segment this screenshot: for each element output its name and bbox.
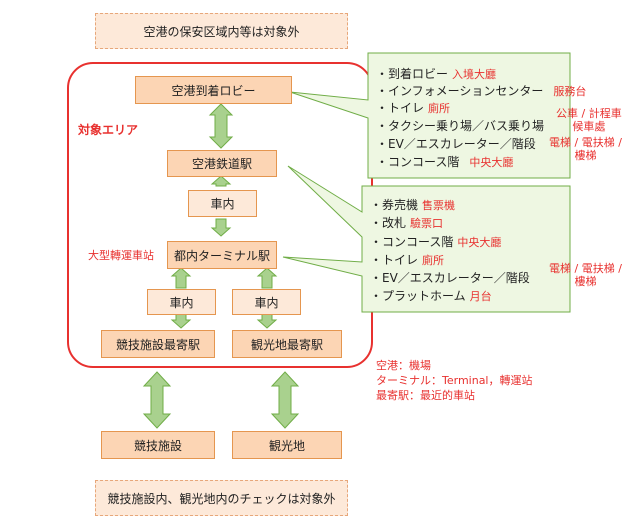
callout-1-side-note-elevator: 電梯 / 電扶梯 /樓梯 — [549, 136, 622, 162]
arrow-venue-station-facility — [142, 371, 172, 429]
arrow-terminal-car3 — [256, 267, 278, 289]
callout-1-item: ・到着ロビー入境大廳 — [376, 67, 497, 81]
callout-1-item: ・タクシー乗り場／バス乗り場 — [376, 119, 545, 133]
legend-item: 空港：機場 — [376, 359, 431, 372]
callout-1: ・到着ロビー入境大廳 ・インフォメーションセンター服務台 ・トイレ廁所 ・タクシ… — [368, 55, 586, 177]
callout-1-shape — [289, 52, 571, 179]
node-car-1: 車内 — [188, 190, 257, 217]
node-car-3: 車内 — [232, 289, 301, 315]
arrow-station-car1 — [210, 175, 232, 187]
node-airport-lobby: 空港到着ロビー — [135, 76, 292, 104]
node-sight-station: 観光地最寄駅 — [232, 330, 342, 358]
arrow-car1-terminal — [210, 218, 232, 237]
callout-2-item: ・券売機售票機 — [370, 198, 456, 212]
node-venue-station: 競技施設最寄駅 — [101, 330, 215, 358]
target-area-label: 対象エリア — [78, 123, 139, 137]
legend-item: ターミナル：Terminal，轉運站 — [376, 374, 533, 387]
callout-1-item: ・インフォメーションセンター服務台 — [376, 84, 587, 98]
callout-2-item: ・トイレ廁所 — [370, 253, 445, 267]
arrow-lobby-station — [208, 103, 234, 149]
callout-2-side-note-elevator: 電梯 / 電扶梯 /樓梯 — [549, 262, 622, 288]
arrow-sight-station-spot — [270, 371, 300, 429]
callout-2-item: ・改札驗票口 — [370, 216, 444, 230]
hub-label: 大型轉運車站 — [88, 249, 154, 262]
callout-1-item: ・EV／エスカレーター／階段 — [376, 137, 536, 151]
arrow-terminal-car2 — [170, 267, 192, 289]
node-airport-station: 空港鉄道駅 — [167, 150, 277, 177]
legend: 空港：機場 ターミナル：Terminal，轉運站 最寄駅：最近的車站 — [376, 358, 533, 403]
bottom-note: 競技施設内、観光地内のチェックは対象外 — [95, 480, 348, 516]
node-car-2: 車内 — [147, 289, 216, 315]
legend-item: 最寄駅：最近的車站 — [376, 389, 475, 402]
callout-1-side-note-transport: 公車 / 計程車候車處 — [556, 107, 622, 133]
callout-2-item: ・コンコース階中央大廳 — [370, 235, 502, 249]
node-sight: 観光地 — [232, 431, 342, 459]
callout-1-item: ・コンコース階中央大廳 — [376, 155, 514, 169]
top-note: 空港の保安区域内等は対象外 — [95, 13, 348, 49]
callout-2-item: ・EV／エスカレーター／階段 — [370, 271, 530, 285]
callout-1-item: ・トイレ廁所 — [376, 101, 451, 115]
node-venue: 競技施設 — [101, 431, 215, 459]
callout-2-shape — [282, 165, 571, 313]
callout-2-item: ・プラットホーム月台 — [370, 289, 492, 303]
callout-2: ・券売機售票機 ・改札驗票口 ・コンコース階中央大廳 ・トイレ廁所 ・EV／エス… — [362, 188, 568, 310]
node-terminal-station: 都内ターミナル駅 — [167, 241, 277, 269]
